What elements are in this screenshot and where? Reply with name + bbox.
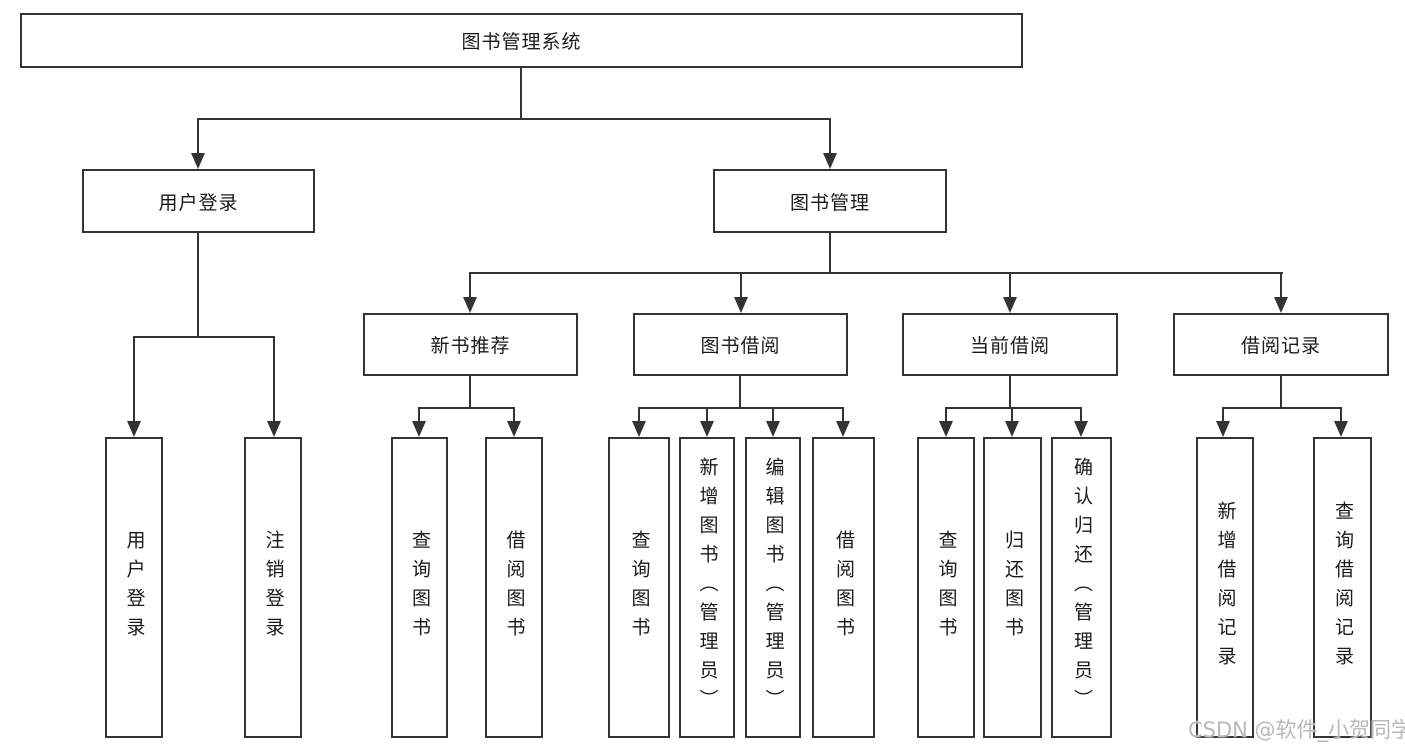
connector-line	[1009, 376, 1011, 409]
node-label: 借阅图书	[833, 529, 855, 646]
connector-line	[133, 336, 275, 338]
connector-line	[1009, 272, 1011, 302]
node-label: 用户登录	[123, 529, 146, 646]
connector-line	[469, 376, 471, 409]
node-label: 图书管理	[789, 191, 870, 214]
node-label: 图书借阅	[700, 335, 781, 357]
leaf-borrow-books-recommend: 借阅图书	[485, 437, 543, 738]
arrow-down-icon	[823, 153, 837, 169]
leaf-query-books-borrow: 查询图书	[608, 437, 670, 738]
leaf-edit-books-admin: 编辑图书（管理员）	[745, 437, 801, 738]
csdn-watermark: CSDN @软件_小贺同学	[1188, 718, 1405, 742]
arrow-down-icon	[734, 297, 748, 313]
arrow-down-icon	[1074, 421, 1088, 437]
arrow-down-icon	[836, 421, 850, 437]
node-label: 新增借阅记录	[1214, 500, 1237, 675]
leaf-confirm-return-admin: 确认归还（管理员）	[1051, 437, 1112, 738]
arrow-down-icon	[463, 297, 477, 313]
connector-line	[133, 336, 135, 426]
node-label: 借阅图书	[503, 529, 526, 646]
leaf-user-login: 用户登录	[105, 437, 163, 738]
connector-line	[1280, 272, 1282, 302]
node-label: 查询图书	[935, 529, 958, 646]
connector-line	[273, 336, 275, 426]
leaf-add-books-admin: 新增图书（管理员）	[679, 437, 735, 738]
arrow-down-icon	[191, 153, 205, 169]
node-label: 查询借阅记录	[1332, 500, 1354, 675]
connector-line	[197, 118, 831, 120]
node-label: 归还图书	[1002, 529, 1024, 646]
connector-line	[739, 376, 741, 409]
node-label: 新书推荐	[430, 335, 511, 357]
connector-line	[945, 407, 947, 426]
arrow-down-icon	[127, 421, 141, 437]
connector-line	[469, 272, 1283, 274]
node-label: 图书管理系统	[461, 31, 582, 53]
node-label: 查询图书	[628, 529, 651, 646]
arrow-down-icon	[1216, 421, 1230, 437]
arrow-down-icon	[1005, 421, 1019, 437]
connector-line	[1280, 376, 1282, 409]
node-label: 新增图书（管理员）	[696, 457, 719, 718]
arrow-down-icon	[632, 421, 646, 437]
node-label: 编辑图书（管理员）	[762, 457, 785, 718]
leaf-borrow-books: 借阅图书	[812, 437, 875, 738]
connector-line	[469, 272, 471, 302]
connector-line	[1222, 407, 1224, 426]
connector-line	[772, 407, 774, 426]
arrow-down-icon	[1003, 297, 1017, 313]
leaf-return-books: 归还图书	[983, 437, 1042, 738]
node-label: 查询图书	[409, 529, 431, 646]
node-book-management: 图书管理	[713, 169, 947, 233]
node-label: 当前借阅	[969, 335, 1050, 357]
connector-line	[1222, 407, 1342, 409]
node-user-login: 用户登录	[82, 169, 315, 233]
connector-line	[418, 407, 420, 426]
arrow-down-icon	[267, 421, 281, 437]
connector-line	[513, 407, 515, 426]
node-label: 用户登录	[158, 191, 239, 214]
connector-line	[520, 68, 522, 120]
root-node-library-system: 图书管理系统	[20, 13, 1023, 68]
connector-line	[945, 407, 1082, 409]
leaf-logout: 注销登录	[244, 437, 302, 738]
connector-line	[418, 407, 515, 409]
connector-line	[197, 118, 199, 158]
arrow-down-icon	[412, 421, 426, 437]
arrow-down-icon	[1334, 421, 1348, 437]
connector-line	[1011, 407, 1013, 426]
connector-line	[1340, 407, 1342, 426]
connector-line	[638, 407, 640, 426]
arrow-down-icon	[507, 421, 521, 437]
node-book-borrowing: 图书借阅	[633, 313, 848, 376]
connector-line	[842, 407, 844, 426]
arrow-down-icon	[939, 421, 953, 437]
node-label: 确认归还（管理员）	[1071, 457, 1093, 718]
connector-line	[740, 272, 742, 302]
node-new-book-recommend: 新书推荐	[363, 313, 578, 376]
arrow-down-icon	[766, 421, 780, 437]
connector-line	[197, 233, 199, 338]
node-label: 借阅记录	[1240, 335, 1321, 357]
leaf-query-borrow-record: 查询借阅记录	[1313, 437, 1372, 738]
node-label: 注销登录	[262, 529, 285, 646]
leaf-query-books-current: 查询图书	[917, 437, 975, 738]
node-borrowing-records: 借阅记录	[1173, 313, 1389, 376]
connector-line	[829, 118, 831, 158]
leaf-add-borrow-record: 新增借阅记录	[1196, 437, 1254, 738]
node-current-borrowing: 当前借阅	[902, 313, 1118, 376]
arrow-down-icon	[1274, 297, 1288, 313]
connector-line	[1080, 407, 1082, 426]
connector-line	[638, 407, 844, 409]
connector-line	[706, 407, 708, 426]
arrow-down-icon	[700, 421, 714, 437]
leaf-query-books-recommend: 查询图书	[391, 437, 448, 738]
connector-line	[829, 233, 831, 274]
